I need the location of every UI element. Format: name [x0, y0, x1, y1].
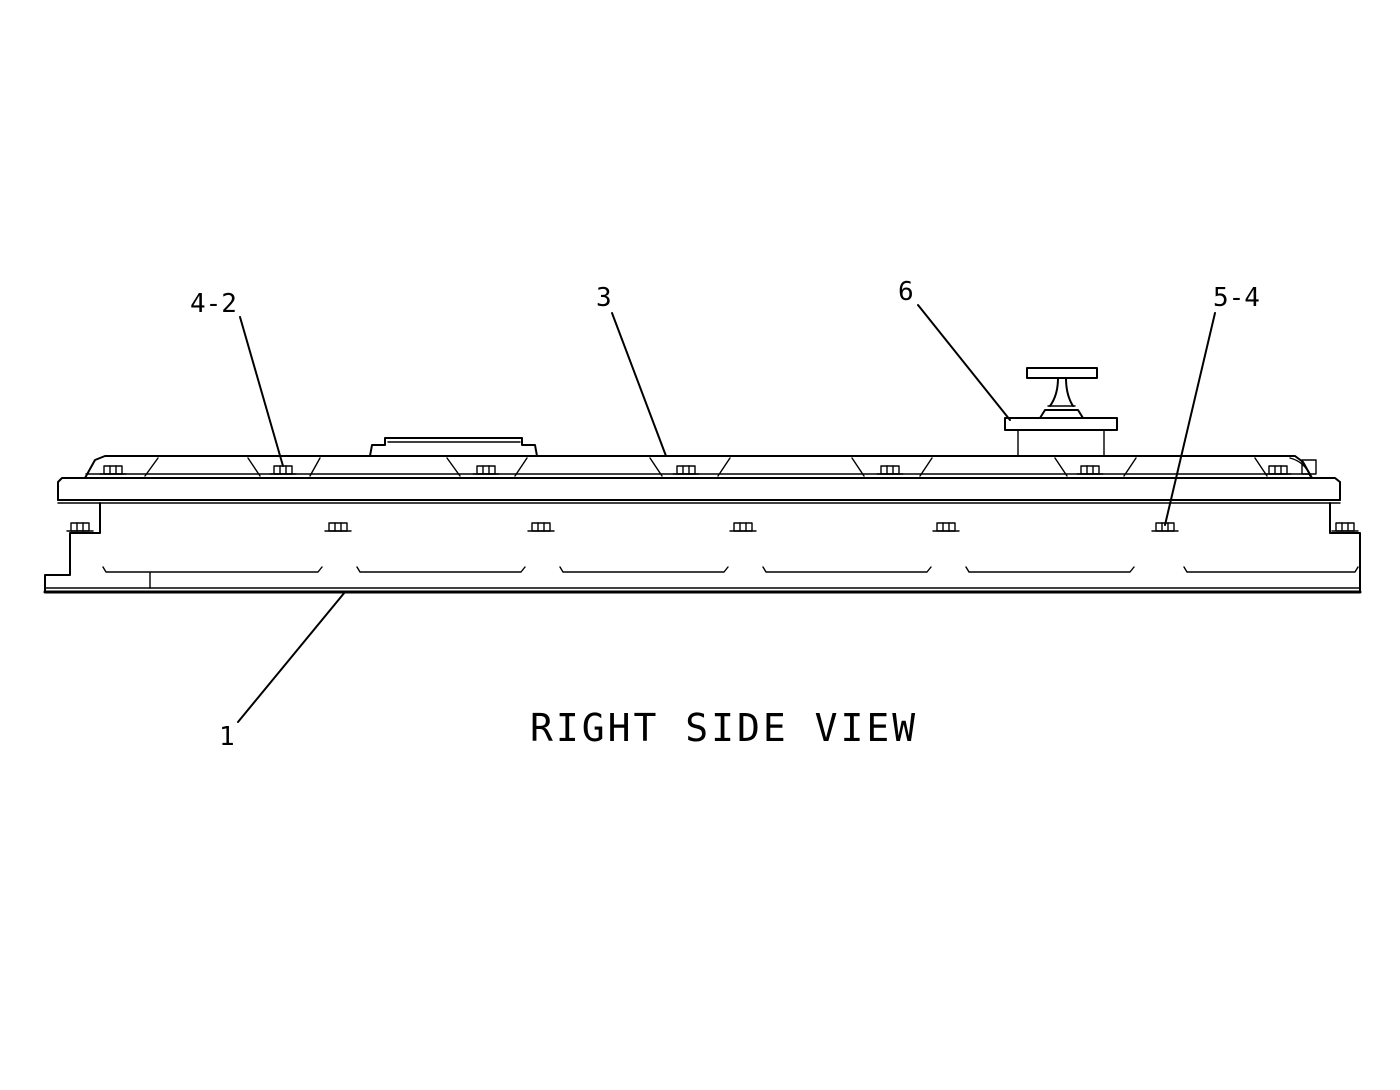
bolt-head-lower [1331, 522, 1359, 532]
callout-4-2: 4-2 [190, 289, 237, 319]
base-body [43, 502, 1362, 594]
leader-3 [611, 312, 667, 457]
bolt-head-upper [672, 465, 700, 475]
bolt-head-lower [1151, 522, 1179, 532]
raised-plate [369, 437, 538, 457]
flange-band [57, 477, 1341, 504]
bolt-head-upper [269, 465, 297, 475]
callout-3: 3 [596, 283, 612, 313]
leader-1 [237, 591, 346, 723]
bolt-head-lower [66, 522, 94, 532]
bolt-head-lower [527, 522, 555, 532]
bolt-head-lower [729, 522, 757, 532]
callout-labels: 4-2 3 6 5-4 1 [190, 277, 1260, 752]
callout-6: 6 [898, 277, 914, 307]
view-title: RIGHT SIDE VIEW [530, 706, 918, 750]
leader-4-2 [239, 316, 284, 467]
bolt-head-lower [324, 522, 352, 532]
leader-6 [917, 304, 1011, 421]
bolt-head-lower [932, 522, 960, 532]
breather-cap [1004, 367, 1118, 457]
bolt-head-upper [99, 465, 127, 475]
lower-bolts [66, 522, 1359, 532]
callout-5-4: 5-4 [1213, 283, 1260, 313]
bolt-head-upper [876, 465, 904, 475]
bolt-head-upper [472, 465, 500, 475]
callout-1: 1 [219, 722, 235, 752]
bolt-head-upper [1076, 465, 1104, 475]
leader-5-4 [1164, 312, 1216, 526]
upper-bolts [99, 465, 1292, 475]
top-cover [84, 455, 1317, 479]
leader-lines [237, 304, 1216, 723]
bolt-head-upper [1264, 465, 1292, 475]
